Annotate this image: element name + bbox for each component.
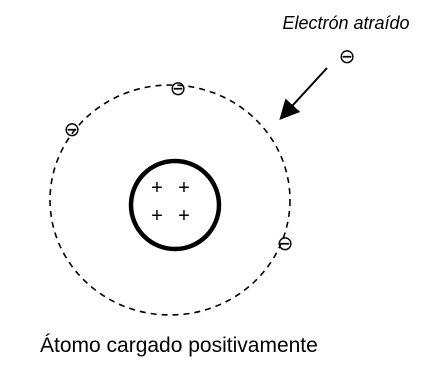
nucleus-charge: + xyxy=(178,177,190,199)
arrow-icon xyxy=(279,67,328,120)
electron-icon: ⊖ xyxy=(170,76,187,100)
caption: Átomo cargado positivamente xyxy=(40,334,318,357)
electron-icon: ⊖ xyxy=(277,231,294,255)
nucleus-charge: + xyxy=(178,205,190,227)
nucleus-charge: + xyxy=(151,177,163,199)
nucleus xyxy=(128,158,222,252)
attracted-electron-icon: ⊖ xyxy=(339,44,356,68)
electron-orbit xyxy=(49,84,291,316)
electron-icon: ⊖ xyxy=(64,117,81,141)
nucleus-charge: + xyxy=(151,205,163,227)
attracted-electron-label: Electrón atraído xyxy=(282,13,409,33)
